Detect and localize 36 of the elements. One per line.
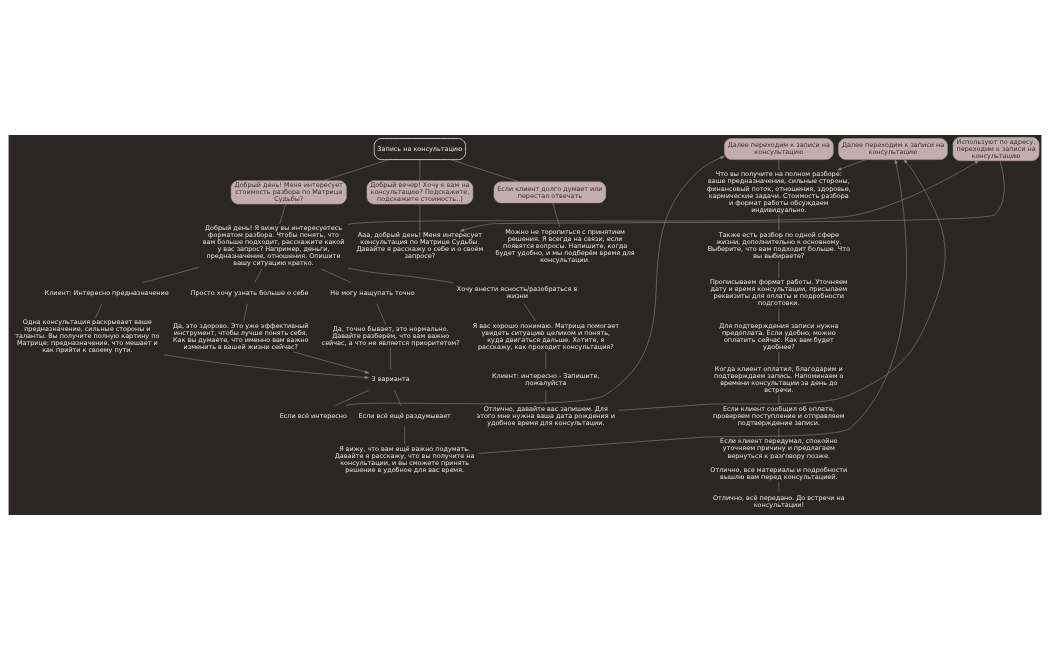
arrow: [347, 160, 979, 225]
connector: [323, 159, 390, 181]
arrow: [837, 159, 867, 171]
connector: [778, 394, 780, 405]
connector: [347, 267, 454, 283]
arrow: [478, 159, 907, 454]
connector: [778, 261, 780, 279]
connector: [404, 426, 405, 445]
connector: [142, 266, 200, 283]
connector: [778, 214, 780, 232]
connector: [778, 427, 780, 438]
connector: [394, 390, 401, 406]
arrow: [292, 351, 369, 374]
connector: [95, 303, 103, 318]
connector: [419, 159, 421, 181]
arrow: [163, 354, 369, 379]
connector: [778, 482, 780, 492]
connector: [279, 203, 286, 225]
connector: [320, 268, 352, 283]
connector: [545, 390, 547, 405]
connector: [243, 303, 248, 322]
connector: [335, 390, 369, 406]
connector: [523, 303, 537, 322]
connector: [778, 159, 780, 171]
connector: [778, 308, 780, 322]
connector: [390, 348, 391, 370]
arrow: [460, 160, 1005, 232]
connector: [254, 268, 263, 283]
connector: [778, 351, 780, 365]
arrow: [618, 159, 946, 411]
connector: [552, 202, 561, 228]
arrow: [346, 156, 725, 406]
connector: [450, 159, 520, 183]
connector: [545, 351, 547, 370]
connector: [376, 303, 387, 325]
connector: [419, 203, 421, 232]
